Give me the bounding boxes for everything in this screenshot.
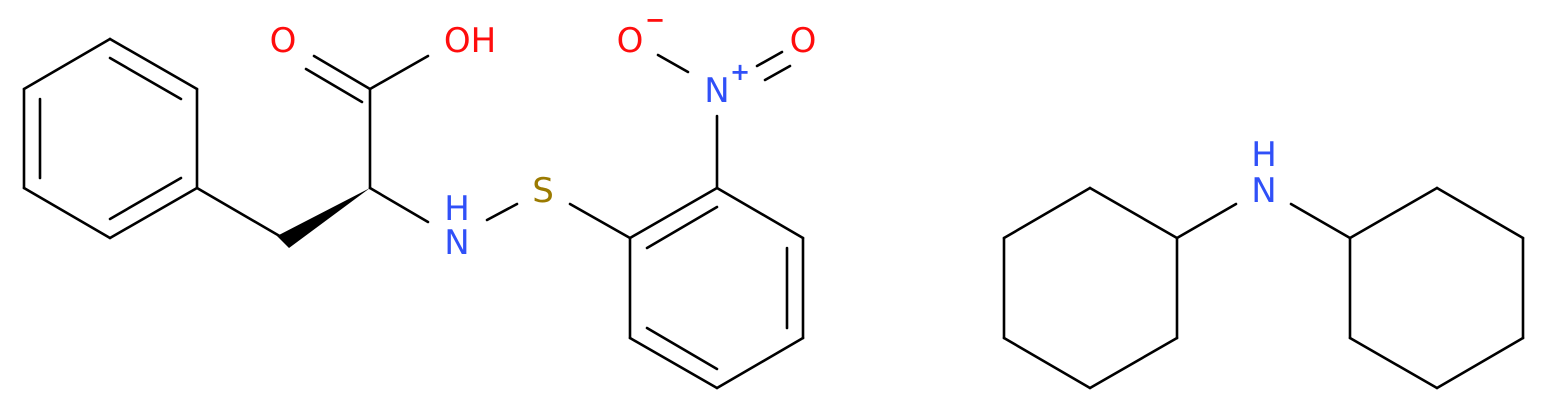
bond bbox=[715, 186, 805, 240]
bond bbox=[1348, 186, 1439, 240]
cyclohexyl-ring-left bbox=[1002, 186, 1179, 390]
hydroxyl-label: OH bbox=[444, 21, 496, 61]
carbonyl-double-bond bbox=[312, 54, 372, 91]
bond bbox=[22, 37, 112, 91]
nitro-group bbox=[656, 50, 792, 190]
nitro-n-label: N bbox=[704, 71, 729, 111]
amine-n-label: N bbox=[444, 223, 469, 263]
nitrobenzene-ring bbox=[628, 186, 805, 390]
bond bbox=[368, 186, 430, 224]
bond bbox=[1088, 336, 1179, 390]
nitro-oxygen-minus-label: O bbox=[617, 21, 644, 61]
bond bbox=[568, 202, 632, 240]
aromatic-inner-bond bbox=[645, 326, 719, 371]
bond bbox=[22, 186, 112, 240]
bond bbox=[1435, 186, 1525, 240]
nitro-double-bond bbox=[763, 64, 792, 82]
nitro-double-bond bbox=[755, 50, 784, 68]
dicyclohexylamine-n-label: N bbox=[1251, 171, 1276, 211]
amine-h-label: H bbox=[444, 189, 470, 229]
bond bbox=[1002, 336, 1092, 390]
atom-labels: O OH H N S O − N + O H N bbox=[270, 6, 1277, 263]
bond bbox=[656, 53, 690, 74]
bond bbox=[108, 186, 199, 240]
positive-charge: + bbox=[730, 58, 750, 86]
bond bbox=[715, 336, 805, 390]
nitro-oxygen-label: O bbox=[790, 21, 817, 61]
bond bbox=[628, 186, 719, 240]
amino-acid-backbone bbox=[195, 54, 632, 248]
bond bbox=[1435, 336, 1525, 390]
wedge-bond bbox=[277, 188, 370, 248]
bond bbox=[1088, 186, 1179, 240]
carbonyl-oxygen-label: O bbox=[270, 21, 297, 61]
dicyclohexylamine-h-label: H bbox=[1251, 135, 1277, 175]
negative-charge: − bbox=[645, 6, 665, 34]
bond bbox=[1348, 336, 1439, 390]
bond bbox=[108, 37, 199, 91]
bond bbox=[485, 202, 519, 222]
sulfur-label: S bbox=[532, 171, 554, 211]
cyclohexyl-ring-right bbox=[1348, 186, 1525, 390]
bond bbox=[195, 186, 285, 240]
phenyl-ring bbox=[22, 37, 199, 240]
aromatic-inner-bond bbox=[108, 176, 183, 221]
carbonyl-double-bond bbox=[304, 67, 364, 104]
dicyclohexylamine-n-bonds bbox=[1175, 202, 1352, 240]
aromatic-inner-bond bbox=[645, 205, 719, 250]
bond bbox=[368, 54, 430, 91]
bond bbox=[1002, 186, 1092, 240]
bond bbox=[1289, 202, 1352, 240]
bond bbox=[628, 336, 719, 390]
bond bbox=[1175, 202, 1238, 240]
aromatic-inner-bond bbox=[108, 56, 183, 101]
